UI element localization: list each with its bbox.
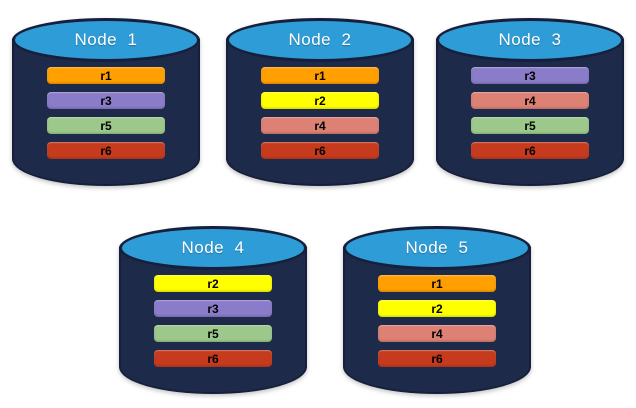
- node-cylinder-1: Node 1 r1 r3 r5 r6: [12, 18, 200, 186]
- cylinder-top: Node 5: [343, 226, 531, 270]
- cylinder-body: [119, 247, 307, 394]
- replica-label: r2: [314, 93, 326, 108]
- node-cylinder-4: Node 4 r2 r3 r5 r6: [119, 226, 307, 394]
- replica-label: r6: [314, 143, 326, 158]
- replica-list: r1 r3 r5 r6: [12, 67, 200, 159]
- replica-bar-r6: r6: [471, 142, 589, 159]
- replica-label: r5: [207, 326, 219, 341]
- replica-bar-r4: r4: [261, 117, 379, 134]
- cylinder-body: [226, 39, 414, 186]
- replica-label: r5: [524, 118, 536, 133]
- replica-label: r4: [314, 118, 326, 133]
- node-cylinder-5: Node 5 r1 r2 r4 r6: [343, 226, 531, 394]
- replica-label: r4: [431, 326, 443, 341]
- cylinder-top: Node 3: [436, 18, 624, 62]
- replica-label: r6: [431, 351, 443, 366]
- replica-bar-r6: r6: [154, 350, 272, 367]
- cylinder-body: [343, 247, 531, 394]
- replica-label: r1: [431, 276, 443, 291]
- cylinder-top: Node 4: [119, 226, 307, 270]
- replica-label: r1: [100, 68, 112, 83]
- replica-list: r1 r2 r4 r6: [343, 275, 531, 367]
- cylinder-body: [12, 39, 200, 186]
- replica-label: r1: [314, 68, 326, 83]
- replica-bar-r6: r6: [378, 350, 496, 367]
- replica-list: r2 r3 r5 r6: [119, 275, 307, 367]
- replica-bar-r6: r6: [261, 142, 379, 159]
- replica-label: r6: [524, 143, 536, 158]
- replica-label: r3: [524, 68, 536, 83]
- replica-bar-r2: r2: [261, 92, 379, 109]
- replica-bar-r3: r3: [47, 92, 165, 109]
- node-label: Node 1: [74, 30, 138, 49]
- node-label: Node 3: [498, 30, 562, 49]
- node-label: Node 4: [181, 238, 245, 257]
- replica-label: r3: [207, 301, 219, 316]
- replica-bar-r5: r5: [471, 117, 589, 134]
- cylinder-top: Node 1: [12, 18, 200, 62]
- replica-bar-r4: r4: [471, 92, 589, 109]
- replica-label: r4: [524, 93, 536, 108]
- replica-bar-r3: r3: [154, 300, 272, 317]
- replica-bar-r2: r2: [154, 275, 272, 292]
- replica-bar-r2: r2: [378, 300, 496, 317]
- replica-label: r6: [100, 143, 112, 158]
- replica-bar-r4: r4: [378, 325, 496, 342]
- replica-list: r1 r2 r4 r6: [226, 67, 414, 159]
- node-label: Node 5: [405, 238, 469, 257]
- replica-bar-r1: r1: [378, 275, 496, 292]
- replica-label: r2: [207, 276, 219, 291]
- node-cylinder-3: Node 3 r3 r4 r5 r6: [436, 18, 624, 186]
- replica-bar-r5: r5: [154, 325, 272, 342]
- replica-bar-r6: r6: [47, 142, 165, 159]
- replica-bar-r1: r1: [261, 67, 379, 84]
- replica-bar-r3: r3: [471, 67, 589, 84]
- cylinder-body: [436, 39, 624, 186]
- node-label: Node 2: [288, 30, 352, 49]
- replica-label: r2: [431, 301, 443, 316]
- replica-label: r3: [100, 93, 112, 108]
- replica-bar-r1: r1: [47, 67, 165, 84]
- replica-list: r3 r4 r5 r6: [436, 67, 624, 159]
- replica-bar-r5: r5: [47, 117, 165, 134]
- cylinder-top: Node 2: [226, 18, 414, 62]
- node-cylinder-2: Node 2 r1 r2 r4 r6: [226, 18, 414, 186]
- replica-label: r6: [207, 351, 219, 366]
- replica-label: r5: [100, 118, 112, 133]
